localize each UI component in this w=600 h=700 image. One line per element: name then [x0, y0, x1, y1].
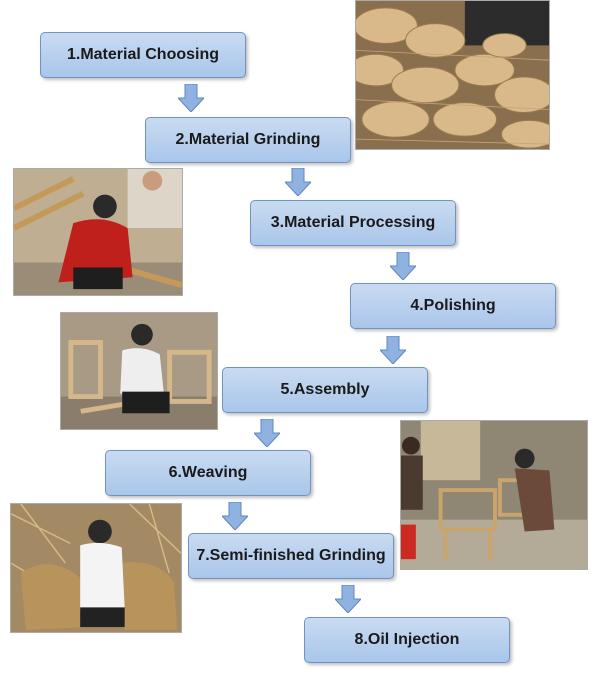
down-arrow-icon [390, 252, 416, 280]
step-label: 6.Weaving [168, 464, 248, 481]
step-label: 4.Polishing [410, 297, 496, 314]
step-label: 5.Assembly [280, 381, 370, 398]
step-3-box: 3.Material Processing [250, 200, 456, 246]
down-arrow-icon [285, 168, 311, 196]
step-1-box: 1.Material Choosing [40, 32, 246, 78]
down-arrow-icon [222, 502, 248, 530]
step-8-box: 8.Oil Injection [304, 617, 510, 663]
step-label: 7.Semi-finished Grinding [196, 547, 386, 564]
workers-chair-workshop-photo [400, 420, 588, 570]
down-arrow-icon [178, 84, 204, 112]
step-6-box: 6.Weaving [105, 450, 311, 496]
down-arrow-icon [335, 585, 361, 613]
worker-cutting-wood-photo [13, 168, 183, 296]
step-label: 8.Oil Injection [354, 631, 460, 648]
step-2-box: 2.Material Grinding [145, 117, 351, 163]
step-label: 1.Material Choosing [66, 46, 220, 63]
step-label: 2.Material Grinding [175, 131, 321, 148]
step-label: 3.Material Processing [270, 214, 436, 231]
down-arrow-icon [380, 336, 406, 364]
down-arrow-icon [254, 419, 280, 447]
rattan-bundles-photo [355, 0, 550, 150]
step-7-box: 7.Semi-finished Grinding [188, 533, 394, 579]
worker-weaving-rattan-photo [10, 503, 182, 633]
worker-assembling-frame-photo [60, 312, 218, 430]
step-4-box: 4.Polishing [350, 283, 556, 329]
step-5-box: 5.Assembly [222, 367, 428, 413]
